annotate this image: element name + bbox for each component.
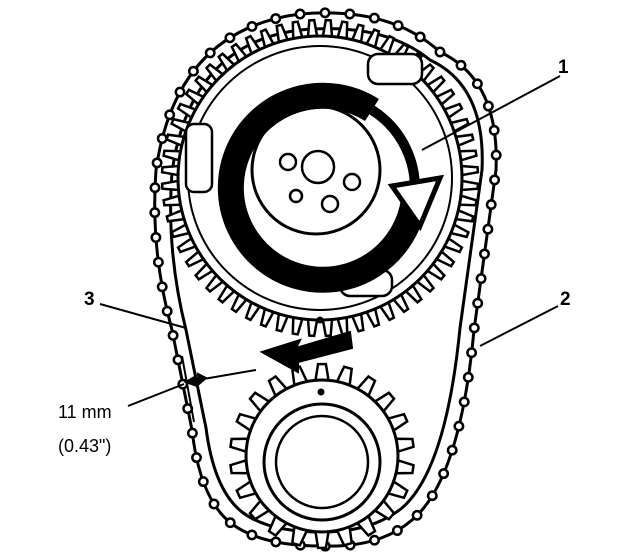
sprocket-notch <box>366 52 424 86</box>
camshaft-hub-bolt-hole <box>278 152 298 172</box>
chain-link-pin <box>391 525 403 536</box>
chain-link-pin <box>150 232 162 243</box>
measurement-leader <box>127 383 185 407</box>
crank-timing-mark <box>317 388 325 396</box>
camshaft-hub-bolt-hole <box>320 194 340 214</box>
cam-timing-mark <box>316 316 324 324</box>
chain-link-pin <box>270 536 282 548</box>
chain-link-pin <box>204 47 216 59</box>
chain-link-pin <box>368 12 380 24</box>
chain-link-pin <box>414 31 426 43</box>
callout-1-label: 1 <box>558 57 569 78</box>
chain-link-pin <box>475 273 487 285</box>
chain-link-pin <box>246 529 258 541</box>
chain-link-pin <box>294 8 306 20</box>
measurement-metric-label: 11 mm <box>58 402 112 422</box>
chain-link-pin <box>466 347 478 359</box>
chain-link-pin <box>161 305 173 317</box>
chain-link-pin <box>270 13 282 25</box>
crankshaft-hub-inner <box>274 414 370 510</box>
callout-3-leader <box>99 303 187 329</box>
measurement-imperial-label: (0.43") <box>58 436 111 456</box>
chain-link-pin <box>187 65 199 77</box>
straightedge-line <box>181 355 195 423</box>
callout-3-label: 3 <box>84 289 95 310</box>
camshaft-hub-center-hole <box>300 149 336 185</box>
rotation-direction-arrow <box>217 82 445 293</box>
chain-link-pin <box>191 452 202 464</box>
callout-1-leader <box>421 75 561 151</box>
chain-link-pin <box>455 59 467 71</box>
chain-link-pin <box>426 490 438 502</box>
chain-link-pin <box>156 133 168 144</box>
chain-link-pin <box>482 223 494 235</box>
chain-link-pin <box>246 20 258 32</box>
chain-link-pin <box>164 109 176 121</box>
chain-link-pin <box>208 498 220 510</box>
chain-link-pin <box>149 182 161 194</box>
chain-link-pin <box>152 256 164 268</box>
chain-link-pin <box>319 7 331 19</box>
chain-link-pin <box>392 20 404 32</box>
chain-link-pin <box>446 444 458 456</box>
chain-link-pin <box>344 8 356 20</box>
chain-link-pin <box>485 199 497 211</box>
chain-link-pin <box>489 174 501 186</box>
chain-link-pin <box>482 100 494 112</box>
chain-link-pin <box>224 517 236 529</box>
camshaft-hub-bolt-hole <box>288 188 304 204</box>
chain-link-pin <box>472 297 484 309</box>
deflection-measurement <box>127 355 257 423</box>
sprocket-notch <box>184 122 214 194</box>
chain-link-pin <box>149 207 161 219</box>
callout-leaders <box>99 75 561 347</box>
callout-2-leader <box>479 305 559 347</box>
chain-link-pin <box>479 248 490 260</box>
chain-link-pin <box>490 149 502 161</box>
chain-link-pin <box>197 476 209 488</box>
chain-link-pin <box>434 46 446 58</box>
chain-link-pin <box>369 534 380 546</box>
chain-link-pin <box>468 322 480 334</box>
chain-link-pin <box>471 78 483 90</box>
chain-link-pin <box>174 86 186 98</box>
callout-2-label: 2 <box>560 289 571 310</box>
chain-link-pin <box>453 420 465 432</box>
chain-link-pin <box>438 468 450 480</box>
chain-link-pin <box>172 354 184 366</box>
crankshaft-sprocket <box>229 362 415 550</box>
chain-link-pin <box>488 124 500 136</box>
chain-link-pin <box>224 32 236 44</box>
chain-link-pin <box>151 157 163 169</box>
chain-link-pin <box>186 427 198 439</box>
slack-push-arrow <box>259 330 354 374</box>
chain-link-pin <box>167 329 179 341</box>
chain-link-pin <box>458 396 470 408</box>
chain-link-pin <box>462 371 474 383</box>
camshaft-hub-bolt-hole <box>342 172 362 192</box>
chain-link-pin <box>156 281 168 293</box>
chain-link-pin <box>411 509 423 521</box>
